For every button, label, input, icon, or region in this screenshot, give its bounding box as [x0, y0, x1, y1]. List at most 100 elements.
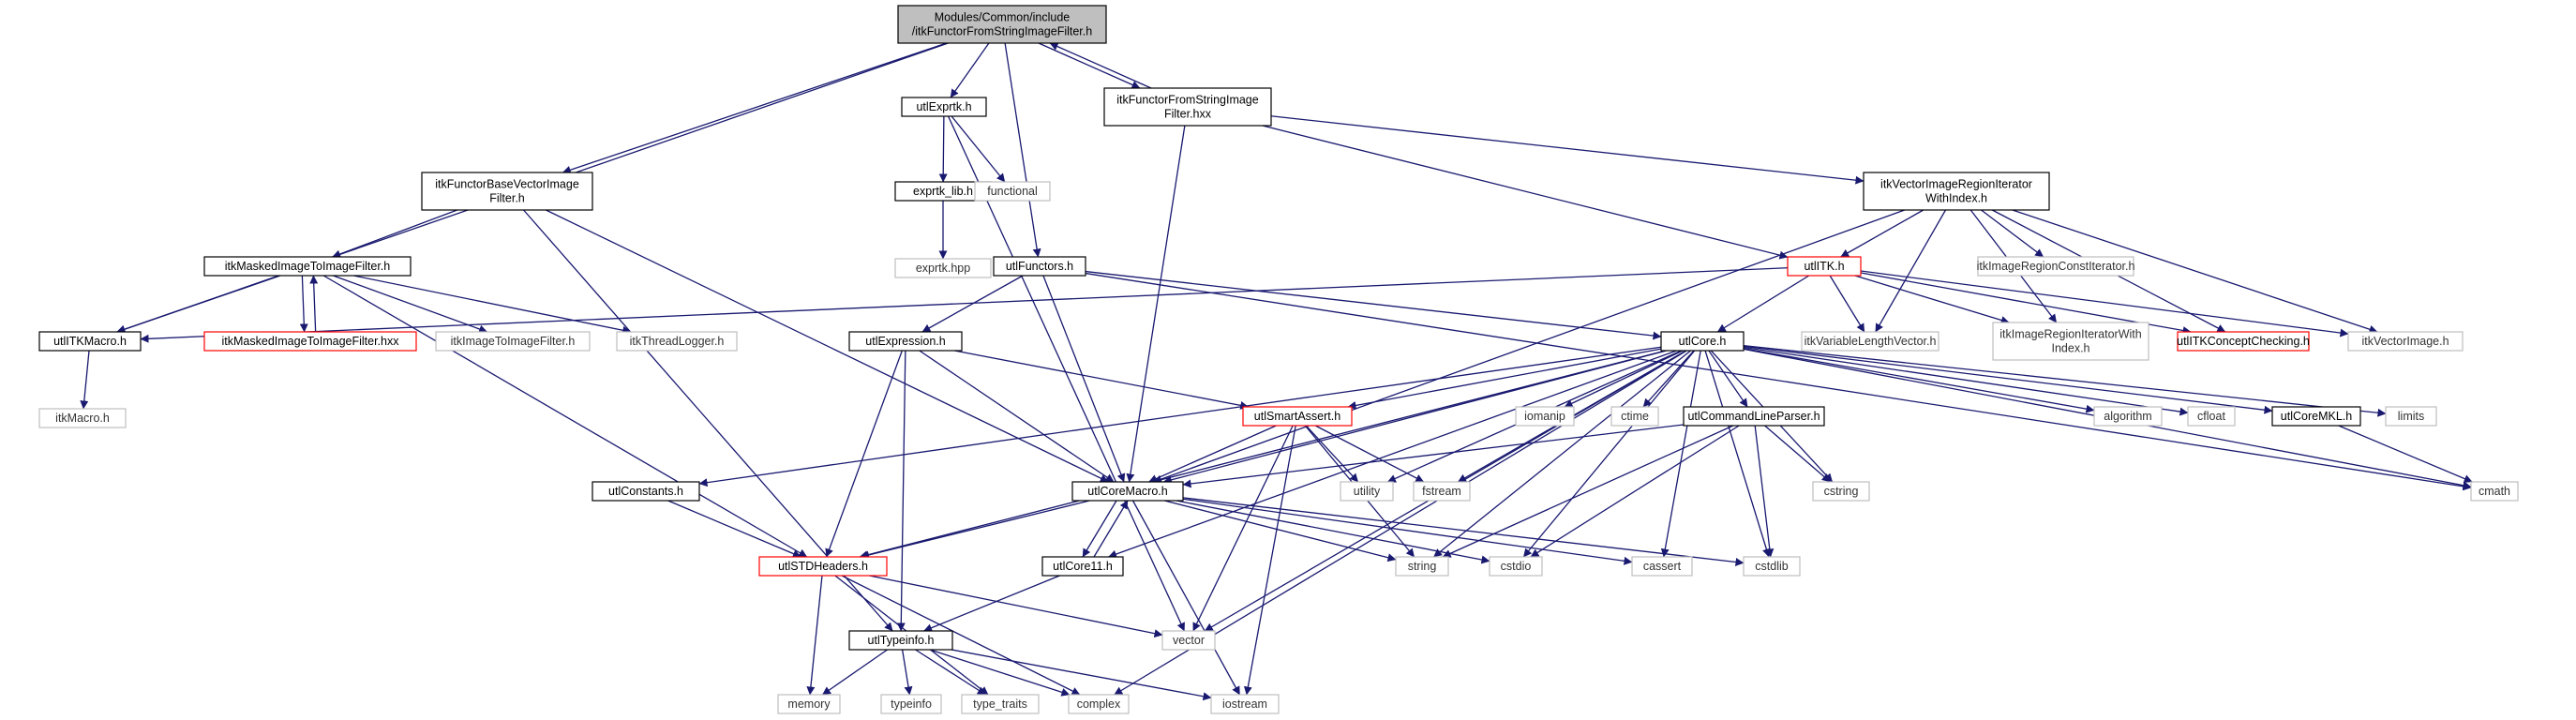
edge-root-to-fromstrhxx [1038, 42, 1141, 89]
node-utlitkconceptchecking-h[interactable]: utlITKConceptChecking.h [2177, 331, 2310, 352]
node-label: typeinfo [891, 698, 932, 711]
node-modules-common-include-itkfunctorfromstringimagefilter-h[interactable]: Modules/Common/include/itkFunctorFromStr… [897, 5, 1107, 44]
node-typeinfo: typeinfo [880, 694, 942, 714]
node-box [777, 694, 841, 714]
node-label: itkThreadLogger.h [630, 335, 725, 348]
edge-utlCore-to-utlSmartAssert [1347, 348, 1662, 410]
node-utlitkmacro-h[interactable]: utlITKMacro.h [38, 331, 142, 352]
node-utlexpression-h[interactable]: utlExpression.h [848, 331, 963, 352]
node-label: fstream [1422, 485, 1461, 498]
node-label: iostream [1222, 698, 1267, 711]
node-label: itkImageToImageFilter.h [451, 335, 576, 348]
edge-utlSTD-to-vector [869, 575, 1163, 638]
node-box [203, 331, 417, 352]
node-box [1210, 694, 1280, 714]
node-box [961, 694, 1040, 714]
edge-utlCore-to-string [1433, 350, 1691, 558]
node-box [1413, 481, 1471, 502]
node-box [1610, 406, 1659, 427]
node-utlfunctors-h[interactable]: utlFunctors.h [993, 256, 1086, 277]
node-label: cassert [1643, 560, 1682, 573]
edge-fromstrhxx-to-vecregiter [1270, 115, 1865, 185]
node-utlcore11-h[interactable]: utlCore11.h [1041, 556, 1124, 577]
node-box [897, 5, 1107, 44]
node-itkmaskedimagetoimagefilter-hxx[interactable]: itkMaskedImageToImageFilter.hxx [203, 331, 417, 352]
node-label: itkImageRegionConstIterator.h [1977, 260, 2135, 273]
node-label: Filter.hxx [1164, 108, 1212, 121]
node-box [1787, 256, 1862, 277]
node-box [1631, 556, 1693, 577]
node-label: cfloat [2197, 410, 2225, 423]
edge-fromstrhxx-to-utlCoreMacro [1126, 125, 1186, 483]
node-cstdlib: cstdlib [1743, 556, 1801, 577]
node-box [1683, 406, 1825, 427]
node-exprtk-lib-h[interactable]: exprtk_lib.h [894, 181, 992, 202]
edge-utlSTD-to-complex [841, 575, 1081, 696]
node-box [993, 256, 1086, 277]
edge-utlSmartAssert-to-utility [1305, 425, 1359, 483]
edge-utlCore-to-limits [1743, 345, 2387, 417]
node-box [203, 256, 412, 277]
edge-utlExpression-to-utlTypeinfo [896, 350, 906, 632]
edge-utlCoreMacro-to-cstdio [1176, 500, 1490, 564]
node-box [1161, 630, 1216, 651]
node-utlcoremacro-h[interactable]: utlCoreMacro.h [1071, 481, 1184, 502]
node-label: utlITK.h [1804, 260, 1844, 273]
node-label: Filter.h [489, 192, 525, 205]
edge-utlITK-to-utlITKMacro [140, 267, 1789, 343]
node-label: itkVectorImageRegionIterator [1880, 178, 2032, 191]
node-utltypeinfo-h[interactable]: utlTypeinfo.h [848, 630, 953, 651]
node-label: /itkFunctorFromStringImageFilter.h [912, 25, 1092, 38]
node-box [1242, 406, 1353, 427]
node-exprtk-hpp: exprtk.hpp [894, 258, 992, 278]
node-box [38, 408, 127, 428]
edge-vecregiter-to-regionconst [1981, 209, 2044, 258]
node-label: WithIndex.h [1925, 192, 1987, 205]
edge-utlFunctors-to-utlExpression [921, 275, 1024, 333]
node-utlcoremkl-h[interactable]: utlCoreMKL.h [2271, 406, 2361, 427]
edge-utlTypeinfo-to-memory [822, 649, 888, 696]
node-cmath: cmath [2470, 481, 2519, 502]
edge-root-to-utlExprtk [950, 42, 990, 98]
node-utlconstants-h[interactable]: utlConstants.h [592, 481, 700, 502]
node-utlcore-h[interactable]: utlCore.h [1660, 331, 1745, 352]
node-box [2187, 406, 2236, 427]
node-label: algorithm [2104, 410, 2151, 423]
node-utlexprtk-h[interactable]: utlExprtk.h [901, 97, 987, 117]
node-utlsmartassert-h[interactable]: utlSmartAssert.h [1242, 406, 1353, 427]
node-utlcommandlineparser-h[interactable]: utlCommandLineParser.h [1683, 406, 1825, 427]
node-string: string [1395, 556, 1449, 577]
edge-masked-to-maskedhxx [299, 275, 308, 333]
node-label: itkVariableLengthVector.h [1805, 335, 1937, 348]
node-utlitk-h[interactable]: utlITK.h [1787, 256, 1862, 277]
node-box [1395, 556, 1449, 577]
edge-utlCoreMKL-to-cmath [2338, 425, 2473, 483]
edge-utlSmartAssert-to-fstream [1314, 425, 1425, 483]
node-box [1660, 331, 1745, 352]
node-label: utlConstants.h [608, 485, 683, 498]
node-box [2470, 481, 2519, 502]
node-utlstdheaders-h[interactable]: utlSTDHeaders.h [758, 556, 888, 577]
node-itkfunctorfromstringimagefilter-hxx[interactable]: itkFunctorFromStringImageFilter.hxx [1103, 87, 1272, 127]
node-box [1340, 481, 1394, 502]
edge-utlITK-to-utlCore [1716, 275, 1810, 333]
edge-utlCore11-to-utlTypeinfo [923, 575, 1060, 632]
node-cassert: cassert [1631, 556, 1693, 577]
edge-cmdline-to-cstdlib [1754, 425, 1775, 558]
edge-utlSmartAssert-to-utlCoreMacro [1148, 425, 1277, 483]
node-label: cmath [2479, 485, 2510, 498]
node-itkimagetoimagefilter-h: itkImageToImageFilter.h [435, 331, 591, 352]
edge-masked-to-utlSTD [322, 275, 808, 558]
node-label: vector [1173, 634, 1205, 647]
node-label: cstring [1824, 485, 1859, 498]
node-cstdio: cstdio [1489, 556, 1543, 577]
edge-utlCore-to-cmdline [1708, 350, 1748, 408]
node-itkmaskedimagetoimagefilter-h[interactable]: itkMaskedImageToImageFilter.h [203, 256, 412, 277]
node-label: utlCoreMKL.h [2281, 410, 2352, 423]
node-itkvectorimage-h: itkVectorImage.h [2347, 331, 2464, 352]
edge-utlCore-to-cassert [1660, 350, 1701, 558]
